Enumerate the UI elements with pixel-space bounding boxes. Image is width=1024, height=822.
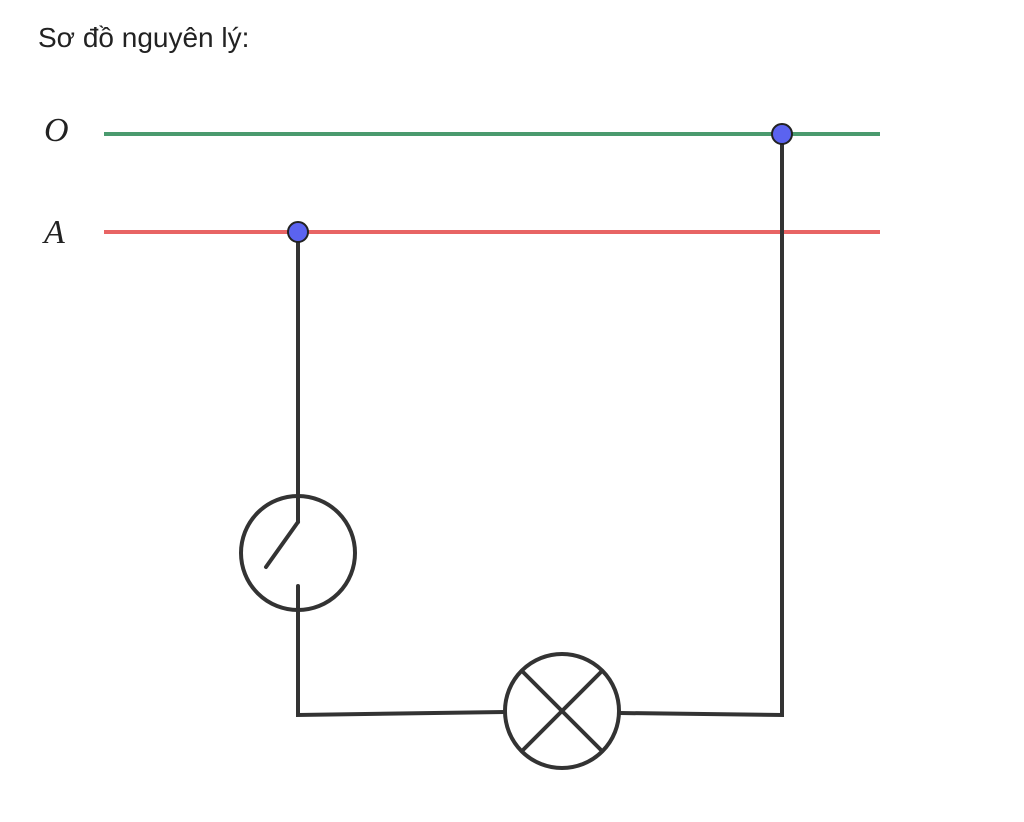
junction-phase [287,221,309,243]
phase-line-label: A [42,214,65,251]
switch-circle [239,494,357,612]
junction-neutral [771,123,793,145]
lamp-circle [503,652,621,770]
wire-lamp-to-neutral [618,132,784,718]
conductor-group [296,132,784,718]
neutral-line-label: O [44,112,69,149]
wire-switch-to-lamp [296,584,507,718]
switch-symbol [239,494,357,612]
diagram-title: Sơ đồ nguyên lý: [38,22,250,53]
lamp-cross-2 [520,669,604,753]
lamp-symbol [503,652,621,770]
switch-blade [264,520,300,569]
